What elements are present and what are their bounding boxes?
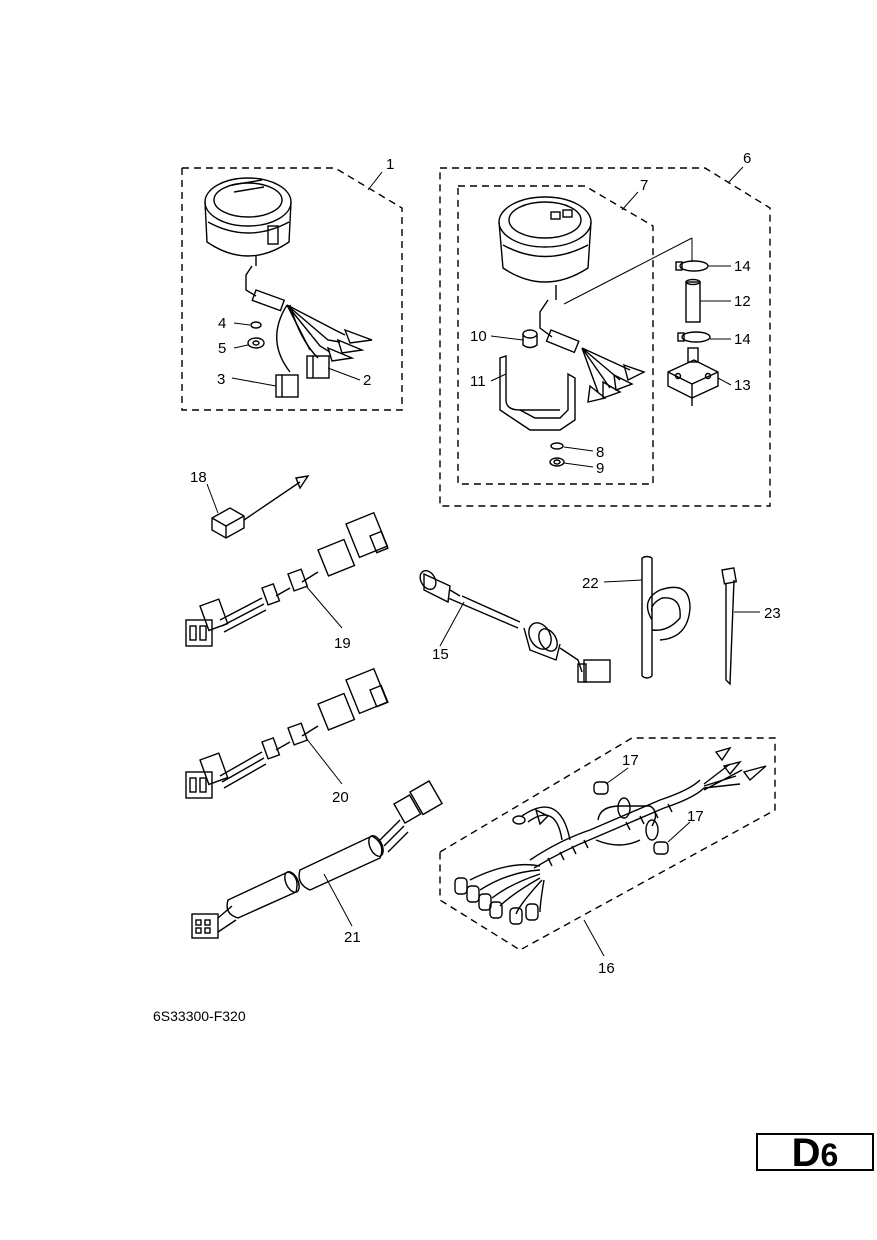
harness-part-19: [185, 511, 389, 647]
callout-8: 8: [596, 444, 604, 461]
callout-4: 4: [218, 315, 226, 332]
callout-7: 7: [640, 177, 648, 194]
clamp-part-14-lower: [677, 331, 711, 343]
gauge-part-7: [498, 196, 646, 403]
callout-1: 1: [386, 156, 394, 173]
cable-part-15: [419, 569, 611, 683]
hose-part-12: [685, 278, 701, 323]
terminal-part-17-lower: [653, 841, 669, 855]
connector-part-2: [306, 355, 330, 379]
callout-3: 3: [217, 371, 225, 388]
group-16-boundary: [439, 737, 776, 951]
clamp-part-14-upper: [675, 260, 709, 272]
terminal-part-17-upper: [593, 781, 609, 795]
nut-part-9: [549, 457, 565, 467]
callout-23: 23: [764, 605, 781, 622]
gauge-part-1: [204, 177, 373, 373]
callout-5: 5: [218, 340, 226, 357]
bracket-part-11: [499, 355, 576, 431]
callout-6: 6: [743, 150, 751, 167]
harness-part-21: [191, 780, 444, 939]
page-letter: D: [791, 1131, 821, 1175]
callout-13: 13: [734, 377, 751, 394]
callout-18: 18: [190, 469, 207, 486]
connector-part-3: [275, 374, 299, 398]
page-digit: 6: [820, 1137, 839, 1173]
washer-part-8: [550, 442, 564, 450]
callout-14-upper: 14: [734, 258, 751, 275]
cable-tie-part-23: [721, 567, 738, 686]
callout-9: 9: [596, 460, 604, 477]
callout-19: 19: [334, 635, 351, 652]
callout-17-lower: 17: [687, 808, 704, 825]
harness-part-16: [454, 746, 767, 925]
callout-10: 10: [470, 328, 487, 345]
callout-17-upper: 17: [622, 752, 639, 769]
sensor-part-13: [667, 347, 719, 406]
callout-12: 12: [734, 293, 751, 310]
page-number-box: D6: [756, 1133, 874, 1173]
callout-20: 20: [332, 789, 349, 806]
nut-part-5: [247, 337, 265, 349]
grommet-part-10: [522, 329, 538, 349]
callout-11: 11: [470, 373, 486, 390]
callout-22: 22: [582, 575, 599, 592]
connector-part-18: [211, 475, 310, 539]
callout-16: 16: [598, 960, 615, 977]
drawing-reference-code: 6S33300-F320: [153, 1008, 246, 1024]
callout-14-lower: 14: [734, 331, 751, 348]
washer-part-4: [250, 321, 262, 329]
group-7-boundary: [457, 185, 654, 485]
callout-21: 21: [344, 929, 361, 946]
harness-part-20: [185, 667, 389, 799]
group-6-boundary: [439, 167, 771, 507]
callout-2: 2: [363, 372, 371, 389]
callout-15: 15: [432, 646, 449, 663]
tube-part-22: [641, 555, 691, 679]
